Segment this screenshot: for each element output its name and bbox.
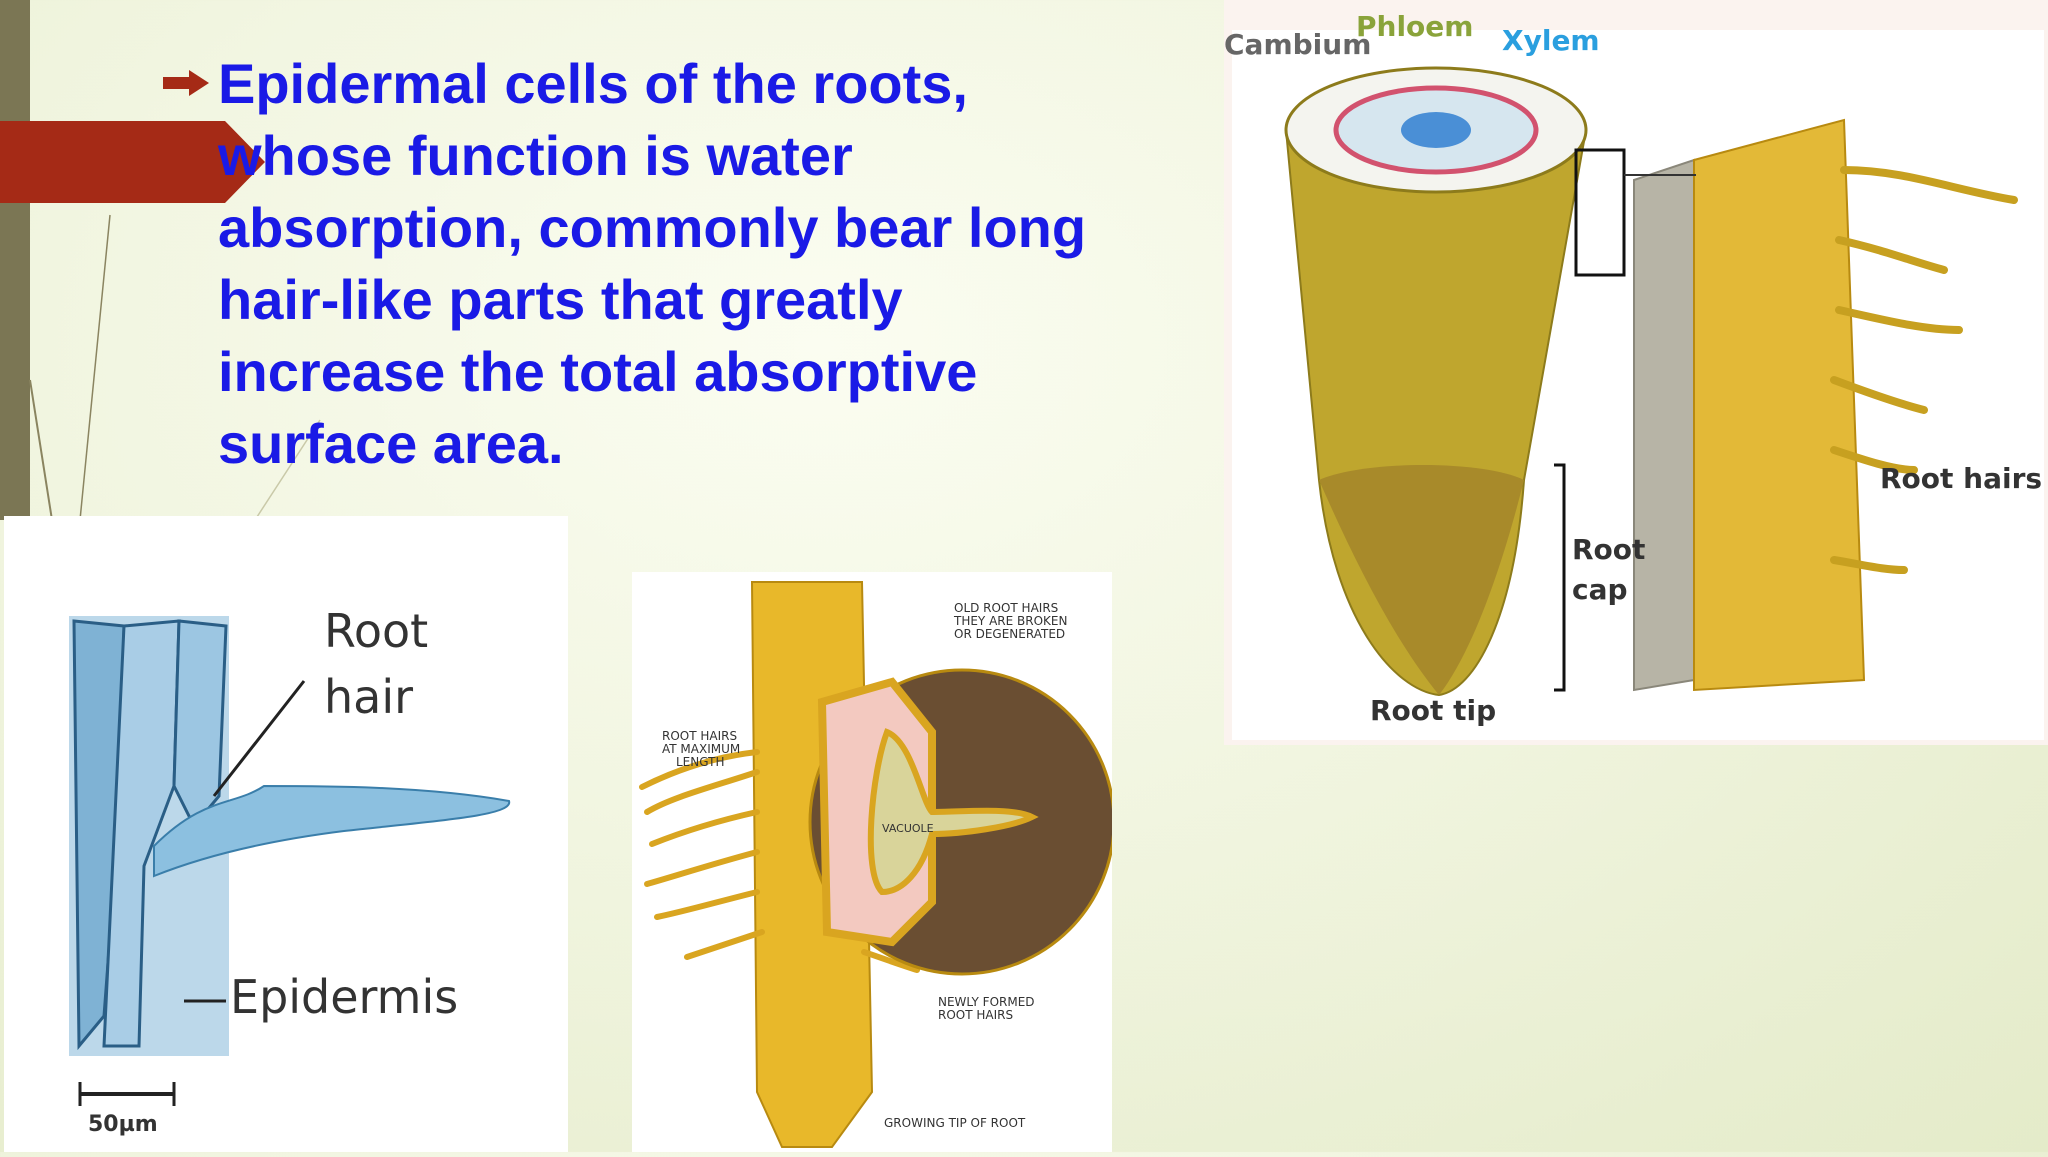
max-length-label: ROOT HAIRS AT MAXIMUM LENGTH	[662, 730, 740, 769]
max-len-line1: ROOT HAIRS	[662, 729, 738, 743]
bullet-text: Epidermal cells of the roots, whose func…	[218, 52, 1087, 475]
root-hair-label-line1: Root	[324, 604, 429, 658]
root-section-image	[1232, 30, 2044, 740]
xylem-label: Xylem	[1502, 24, 1600, 57]
max-len-line3: LENGTH	[676, 755, 725, 769]
newly-line2: ROOT HAIRS	[938, 1008, 1014, 1022]
old-hairs-line1: OLD ROOT HAIRS	[954, 601, 1059, 615]
root-hair-label-line2: hair	[324, 670, 414, 724]
micrograph-image	[69, 616, 511, 1106]
decorative-lines	[29, 214, 321, 521]
root-cap-label: Root cap	[1572, 530, 1645, 610]
scale-bar-label: 50µm	[88, 1112, 158, 1137]
old-hairs-line2: THEY ARE BROKEN	[954, 614, 1068, 628]
root-cap-line1: Root	[1572, 533, 1646, 566]
root-cross-section: Cambium Phloem Xylem Root cap Root tip R…	[1224, 0, 2048, 745]
root-hair-label: Root hair	[324, 598, 428, 730]
newly-formed-label: NEWLY FORMED ROOT HAIRS	[938, 996, 1035, 1022]
root-hair-micrograph: Root hair Epidermis 50µm	[4, 516, 568, 1152]
vacuole-label: VACUOLE	[882, 822, 934, 835]
root-tip-label: Root tip	[1370, 694, 1497, 727]
old-hairs-line3: OR DEGENERATED	[954, 627, 1066, 641]
title-banner	[0, 121, 265, 203]
root-illustration-image	[639, 581, 1116, 1148]
growing-tip-label: GROWING TIP OF ROOT	[884, 1116, 1026, 1130]
root-cap-line2: cap	[1572, 573, 1628, 606]
bullet-point: Epidermal cells of the roots, whose func…	[163, 48, 1098, 480]
epidermis-label: Epidermis	[230, 970, 459, 1024]
cambium-label: Cambium	[1224, 28, 1372, 61]
phloem-label: Phloem	[1356, 10, 1474, 43]
left-accent-bar	[0, 0, 30, 520]
root-hair-illustration: OLD ROOT HAIRS THEY ARE BROKEN OR DEGENE…	[632, 572, 1116, 1152]
root-hairs-label: Root hairs	[1880, 462, 2043, 495]
max-len-line2: AT MAXIMUM	[662, 742, 741, 756]
old-root-hairs-label: OLD ROOT HAIRS THEY ARE BROKEN OR DEGENE…	[954, 602, 1067, 641]
newly-line1: NEWLY FORMED	[938, 995, 1035, 1009]
bullet-arrow-icon	[163, 70, 209, 96]
